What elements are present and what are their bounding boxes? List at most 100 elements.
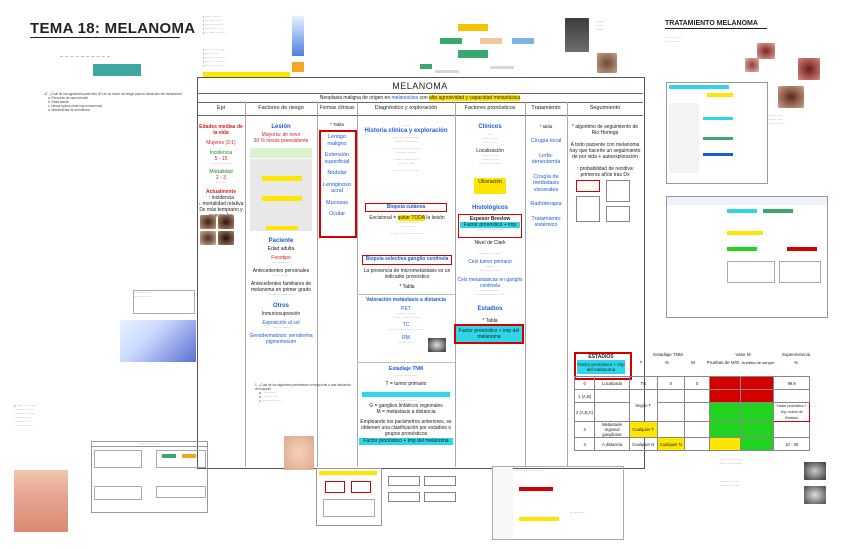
left-question: 47. ¿Cuál de los siguientes pacientes NO… xyxy=(44,92,183,112)
pron-clinicos: Clínicos ···· ········ ······ ······ ···… xyxy=(476,124,504,166)
estadio-1-t: Según T xyxy=(628,389,658,422)
top-orange-bar xyxy=(292,62,304,72)
seguimiento-column: * algoritmo de seguimiento de Rio Horteg… xyxy=(569,124,641,178)
right-middle-table xyxy=(666,196,828,318)
tratamiento-column: * tabla Cirugía local Linfa-denectomía C… xyxy=(530,124,562,228)
estadio-4-t: Cualquier N xyxy=(628,437,658,451)
riesgo-green-box xyxy=(250,148,312,158)
riesgo-gray-box xyxy=(250,159,312,231)
top-flowchart xyxy=(420,18,560,88)
scan-image xyxy=(428,338,446,352)
col-header-seguimiento: Seguimiento xyxy=(589,105,621,111)
pron-yellow-box: Ulceración xyxy=(474,178,506,194)
biopsy-table: ········ ···· ······ xyxy=(91,441,208,513)
col-header-riesgo: Factores de riesgo xyxy=(258,105,304,111)
pron-espesor-box xyxy=(458,214,522,238)
estadio-2: 2 (A,B,C) xyxy=(573,402,596,422)
skin-photo-b xyxy=(798,58,820,80)
diag-cyan-strip xyxy=(362,392,450,397)
teal-note-box xyxy=(93,64,141,76)
pron-factor-box: Factor pronóstico + imp del melanoma xyxy=(454,324,524,344)
lesion-photo-2 xyxy=(218,215,234,229)
hand-image xyxy=(284,436,314,470)
col-header-formas: Formas clínicas xyxy=(319,105,355,111)
estadio-4: 4 xyxy=(573,437,596,451)
col-header-epi: Epi xyxy=(217,105,225,111)
estadio-0-n: 0 xyxy=(656,376,686,390)
pron-nivel: Nivel de Clark ·········· · · ······· Ce… xyxy=(457,240,523,297)
diag-estadiaje: Estadiaje TNM · ······ ······ ····· T = … xyxy=(385,366,427,387)
pron-estadios: Estadios * Tabla xyxy=(477,306,503,324)
estadio-1: 1 (A,B) xyxy=(573,389,596,403)
estadio-0-desc: Localizado xyxy=(594,376,630,390)
estadios-subheader: T N M Pruebas de M/O Análisis de sangre … xyxy=(639,360,798,365)
skin-photo-c xyxy=(745,58,759,72)
estadio-3: 3 xyxy=(573,421,596,438)
estadios-table: 0 Localizado Tis 0 0 99.9 1 (A,B) Según … xyxy=(573,376,810,451)
page-title-underline xyxy=(30,37,180,38)
formas-clinicas-box xyxy=(319,130,357,238)
skin-diagram xyxy=(14,470,68,532)
biopsia-box: Biopsia cutánea xyxy=(365,203,447,212)
riesgo-yellow-1 xyxy=(262,176,302,181)
bottom-left-notes: 1. ····· ··· ········· ·········· ······… xyxy=(14,404,37,428)
lesion-photo-1 xyxy=(200,215,216,229)
seguimiento-flowchart xyxy=(574,180,638,250)
bottom-mid-table: ····· ···· ······· ········ xyxy=(492,466,624,540)
riesgo-paciente: Paciente Edad adulta Fenotipo ····· ····… xyxy=(249,238,313,345)
estadios-header-tnm: Estadiaje TNM xyxy=(653,352,683,357)
top-gradient-bar xyxy=(292,16,304,56)
skin-photo-a xyxy=(757,43,775,59)
estadio-3-t: Cualquier T xyxy=(628,421,658,438)
question-block: 1. ¿Cuál de los siguientes parámetros co… xyxy=(255,383,352,403)
estadios-factor: Factor pronóstico + imp del melanoma xyxy=(577,360,625,374)
estadios-header-surv: Supervivencia xyxy=(781,352,811,357)
biopsia-excisional: Excisional = quitar TODA la lesión ·····… xyxy=(369,215,445,236)
right-title: TRATAMIENTO MELANOMA xyxy=(665,20,758,27)
epi-column: Edades medias de la vida Mujeres (2:1) I… xyxy=(198,124,244,219)
left-note-box: ·········· ········· ···· ······ xyxy=(133,290,195,314)
top-notes: • ········ ·· ······· • ···· ···· ···· •… xyxy=(203,48,225,68)
estadio-4-n: Cualquier N xyxy=(656,437,686,451)
estadios-title: ESTADIOS xyxy=(588,354,614,360)
estadio-0-m: 0 xyxy=(684,376,711,390)
diag-ganglios: ·········· ········· G = ganglios linfát… xyxy=(360,399,452,437)
diag-valoracion: Valoración metástasis a distancia PET ··… xyxy=(366,297,446,345)
derm-image-1 xyxy=(804,462,826,480)
lesion-photo-4 xyxy=(218,231,234,245)
col-header-tratamiento: Tratamiento xyxy=(531,105,561,111)
right-side-notes: ········ ····· · ······ ····· · ····· ··… xyxy=(768,86,818,176)
top-yellow-strip xyxy=(203,72,290,78)
pron-espesor: Espesor Breslow Factor pronóstico + imp … xyxy=(460,216,520,232)
lesion-photo-3 xyxy=(200,231,216,245)
skin-photo-top xyxy=(597,53,617,73)
bottom-middle-diagram xyxy=(316,468,382,526)
right-treatment-table xyxy=(666,82,768,184)
formas-list: Léntigo maligno Extensión superficial No… xyxy=(322,134,352,217)
right-top-notes: · ········ ······ ···· ······ ·· xyxy=(664,36,681,44)
page-title: TEMA 18: MELANOMA xyxy=(30,20,196,37)
handwritten-note: ·· ····· xyxy=(570,510,584,516)
estadios-header-valor: Valor M xyxy=(735,352,751,357)
estadio-0: 0 xyxy=(573,376,596,390)
top-bullet-list: • ····· · ········ • ··· ······ · ···· •… xyxy=(203,15,225,35)
main-subtitle: Neoplasia maligna de origen en melanocit… xyxy=(319,95,521,101)
right-title-underline xyxy=(665,28,767,29)
estadio-0-surv: 99.9 xyxy=(773,376,810,390)
col-header-diagnostico: Diagnóstico y exploración xyxy=(374,105,438,111)
riesgo-lesion: Lesión Mayoría: de novo 30 % nevus preex… xyxy=(253,124,309,144)
derm-image-2 xyxy=(804,486,826,504)
diag-historia: ·· ····· Historia clínica y exploración … xyxy=(364,124,448,173)
tanning-bed-image xyxy=(120,320,196,362)
pron-histologicos: Histológicos xyxy=(471,205,508,211)
diag-presencia: La presencia de micrometástasis es un in… xyxy=(363,268,451,290)
estadio-3-desc: Metástasis regional ganglionar xyxy=(594,421,630,438)
diag-factor-final: Factor pronóstico + imp del melanoma xyxy=(359,438,453,445)
estadio-0-t: Tis xyxy=(628,376,658,390)
estadio-4-surv: 10 - 30 xyxy=(773,437,810,451)
col-header-pronosticos: Factores pronósticos xyxy=(464,105,516,111)
bottom-right-notes: ······ ·· ······ ··········· ····· ·····… xyxy=(720,458,743,488)
small-flow-chart xyxy=(388,472,474,520)
ganglio-centinela-box: Biopsia selectiva ganglio centinela xyxy=(362,255,452,265)
riesgo-yellow-3 xyxy=(266,226,298,230)
